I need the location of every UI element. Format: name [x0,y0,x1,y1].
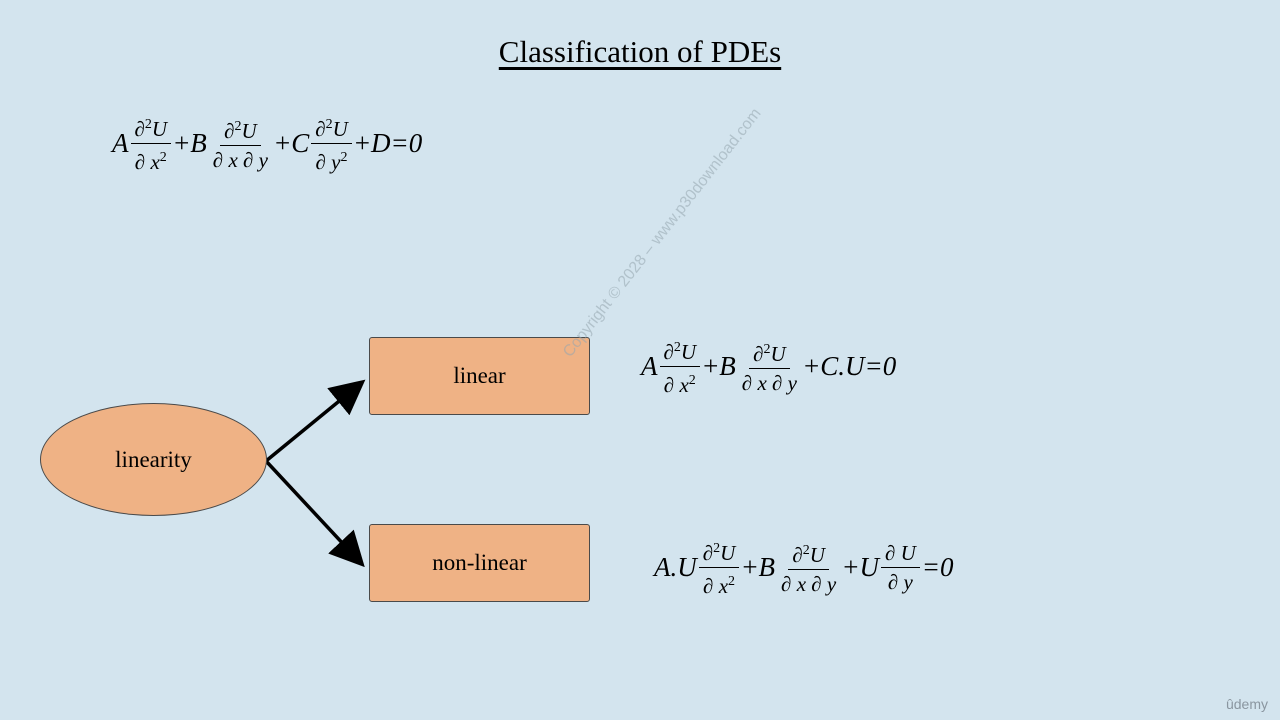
nonlinear-coef-u: U [859,552,879,582]
page-title: Classification of PDEs [498,34,782,69]
linear-coef-a: A [641,351,658,381]
coef-d: D [371,128,391,158]
nonlinear-coef-b: B [758,552,776,582]
node-linearity-label: linearity [115,446,192,472]
node-nonlinear-label: non-linear [432,550,527,575]
linear-equals-zero: =0 [864,351,897,381]
arrow-to-linear [264,379,366,463]
nonlinear-fraction-du-dy: ∂ U ∂ y [880,541,920,594]
arrow-to-nonlinear [264,459,365,568]
node-linear: linear [369,337,590,415]
linear-pde-equation: A ∂2U ∂ x2 +B ∂2U ∂ x ∂ y +C.U=0 [641,336,896,397]
fraction-d2u-dxdy: ∂2U ∂ x ∂ y [209,115,272,172]
linear-fraction-d2u-dxdy: ∂2U ∂ x ∂ y [738,338,801,395]
nonlinear-fraction-d2u-dxdy: ∂2U ∂ x ∂ y [777,539,840,596]
nonlinear-equals-zero: =0 [921,552,954,582]
coef-b: B [190,128,207,158]
linear-term-cu: C.U [820,351,865,381]
node-linearity: linearity [40,403,267,516]
udemy-logo: ûdemy [1225,696,1268,712]
coef-a: A [112,128,129,158]
coef-c: C [291,128,310,158]
nonlinear-fraction-d2u-dx2: ∂2U ∂ x2 [698,537,740,598]
linear-coef-b: B [719,351,736,381]
node-nonlinear: non-linear [369,524,590,602]
nonlinear-coef-au: A.U [654,552,697,582]
general-pde-equation: A ∂2U ∂ x2 +B ∂2U ∂ x ∂ y +C ∂2U ∂ y2 +D… [112,113,422,174]
fraction-d2u-dy2: ∂2U ∂ y2 [311,113,352,174]
fraction-d2u-dx2: ∂2U ∂ x2 [130,113,172,174]
nonlinear-pde-equation: A.U ∂2U ∂ x2 +B ∂2U ∂ x ∂ y +U ∂ U ∂ y =… [654,537,954,598]
equals-zero: =0 [390,128,423,158]
node-linear-label: linear [453,363,506,388]
linear-fraction-d2u-dx2: ∂2U ∂ x2 [659,336,701,397]
